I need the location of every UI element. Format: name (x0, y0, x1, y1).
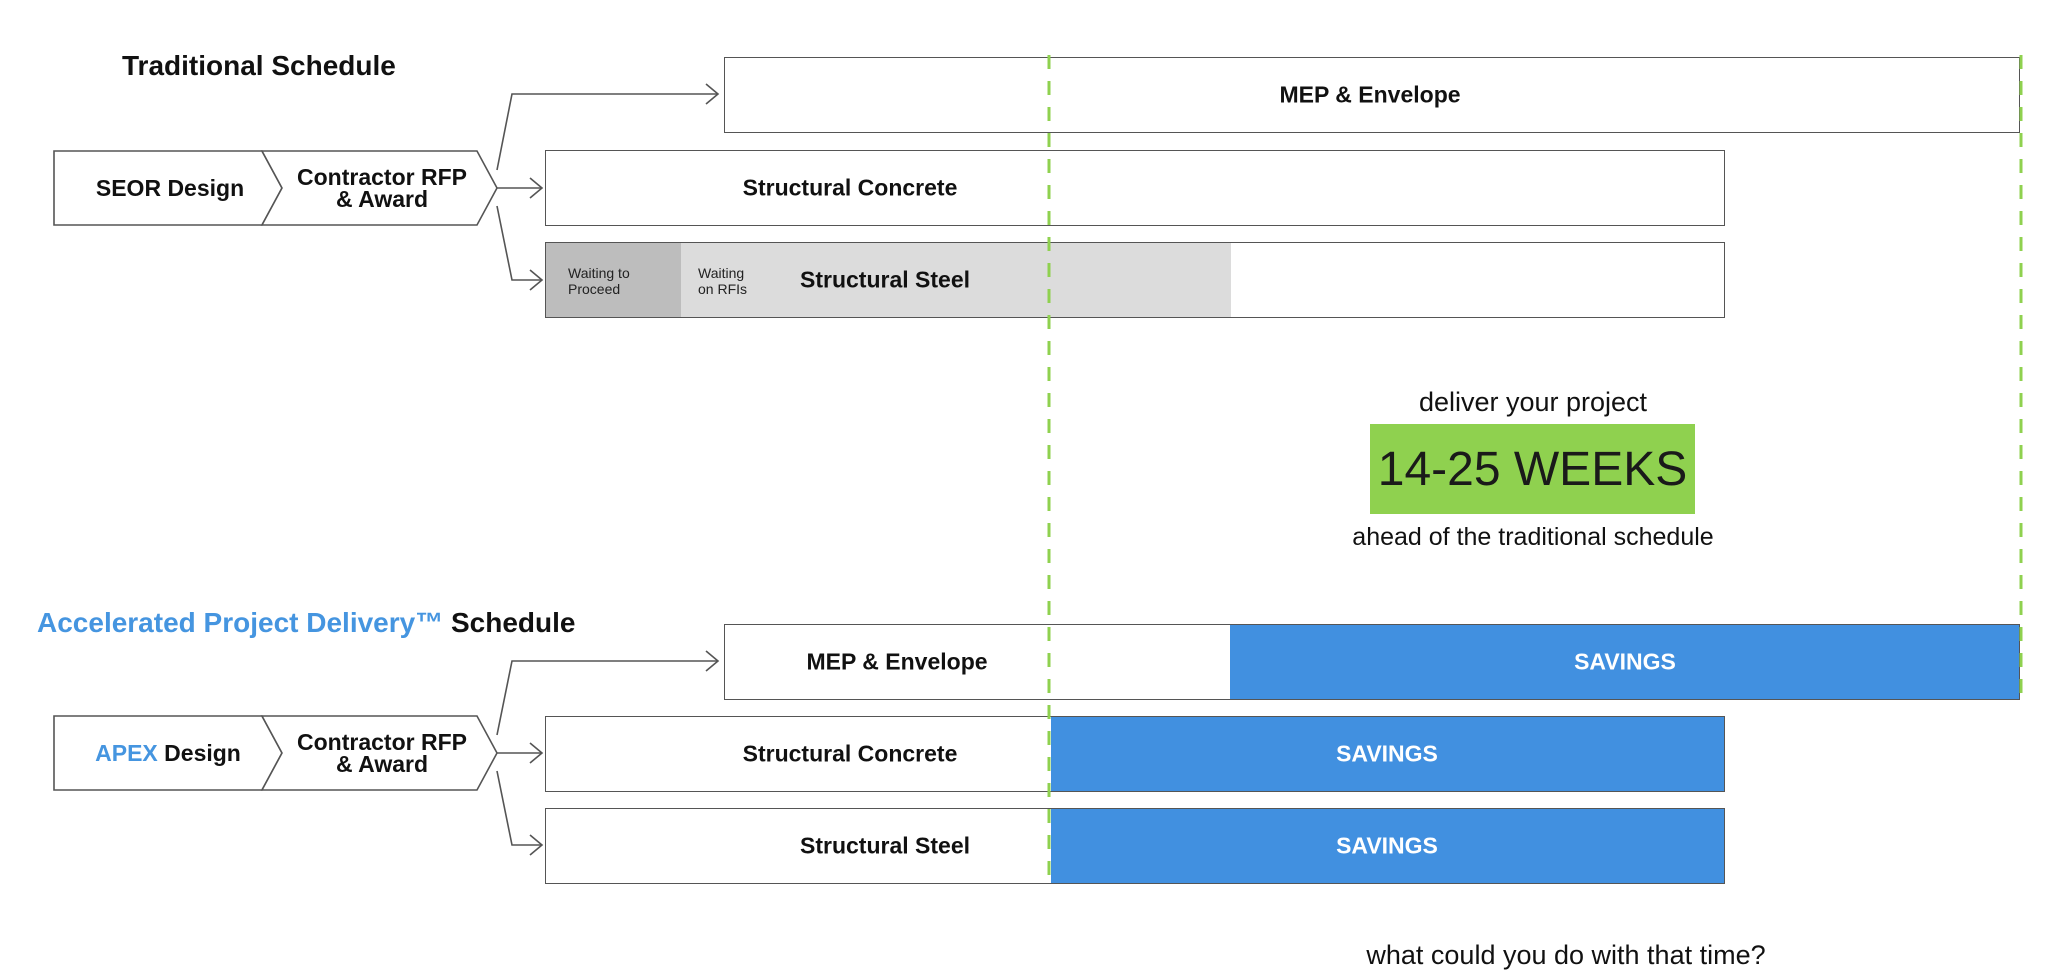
trad-arrow-steel (496, 205, 542, 281)
trad-stage2-label: Contractor RFP & Award (297, 164, 467, 212)
accelerated-title-suffix: Schedule (443, 607, 576, 638)
apex-brand: APEX (95, 740, 158, 766)
trad-stage2-chevron (260, 150, 498, 226)
apd-arrowhead-mep (705, 650, 720, 672)
trad-concrete-bar: Structural Concrete (545, 150, 1725, 226)
accelerated-title-brand: Accelerated Project Delivery™ (37, 607, 444, 638)
apd-stage2-chevron (260, 715, 498, 791)
apd-arrowhead-concrete (529, 742, 544, 764)
trad-arrow-mep (496, 93, 718, 171)
apd-arrowhead-steel (529, 834, 544, 856)
waiting-to-proceed-label: Waiting to Proceed (568, 265, 630, 297)
trad-concrete-label: Structural Concrete (742, 174, 958, 201)
waiting-on-rfis-segment (681, 243, 1231, 317)
trad-arrowhead-concrete (529, 177, 544, 199)
callout-top-text: deliver your project (1418, 387, 1648, 417)
waiting-to-proceed-segment (546, 243, 681, 317)
waiting-on-rfis-label: Waiting on RFIs (698, 265, 748, 297)
accelerated-title: Accelerated Project Delivery™ Schedule (37, 607, 575, 639)
trad-mep-bar: MEP & Envelope (724, 57, 2020, 133)
apd-concrete-label: Structural Concrete (742, 740, 958, 767)
trad-arrowhead-steel (529, 269, 544, 291)
apd-steel-savings-segment (1051, 809, 1724, 883)
apd-mep-bar: MEP & Envelope SAVINGS (724, 624, 2020, 700)
apd-concrete-savings-label: SAVINGS (1336, 740, 1438, 767)
apd-stage1-label: APEX Design (95, 740, 241, 766)
trad-mep-label: MEP & Envelope (1279, 81, 1461, 108)
trad-steel-bar: Waiting to Proceed Waiting on RFIs Struc… (545, 242, 1725, 318)
apd-steel-bar: Structural Steel SAVINGS (545, 808, 1725, 884)
callout-bottom-text: ahead of the traditional schedule (1352, 523, 1714, 551)
apd-steel-savings-label: SAVINGS (1336, 832, 1438, 859)
trad-steel-label: Structural Steel (800, 266, 970, 293)
weeks-ahead-value: 14-25 WEEKS (1377, 442, 1688, 496)
apd-mep-savings-segment (1230, 625, 2019, 699)
apd-concrete-bar: Structural Concrete SAVINGS (545, 716, 1725, 792)
trad-stage1-label: SEOR Design (95, 175, 245, 201)
trad-arrowhead-mep (705, 83, 720, 105)
footer-question: what could you do with that time? (1366, 940, 1766, 970)
apd-mep-savings-label: SAVINGS (1574, 648, 1676, 675)
apd-mep-label: MEP & Envelope (806, 648, 988, 675)
apd-steel-label: Structural Steel (800, 832, 970, 859)
traditional-title: Traditional Schedule (122, 50, 396, 81)
apd-concrete-savings-segment (1051, 717, 1724, 791)
weeks-ahead-badge: 14-25 WEEKS (1370, 424, 1695, 514)
apd-arrow-mep (496, 660, 718, 736)
apd-arrow-steel (496, 770, 542, 846)
apd-stage2-label: Contractor RFP & Award (297, 729, 467, 777)
